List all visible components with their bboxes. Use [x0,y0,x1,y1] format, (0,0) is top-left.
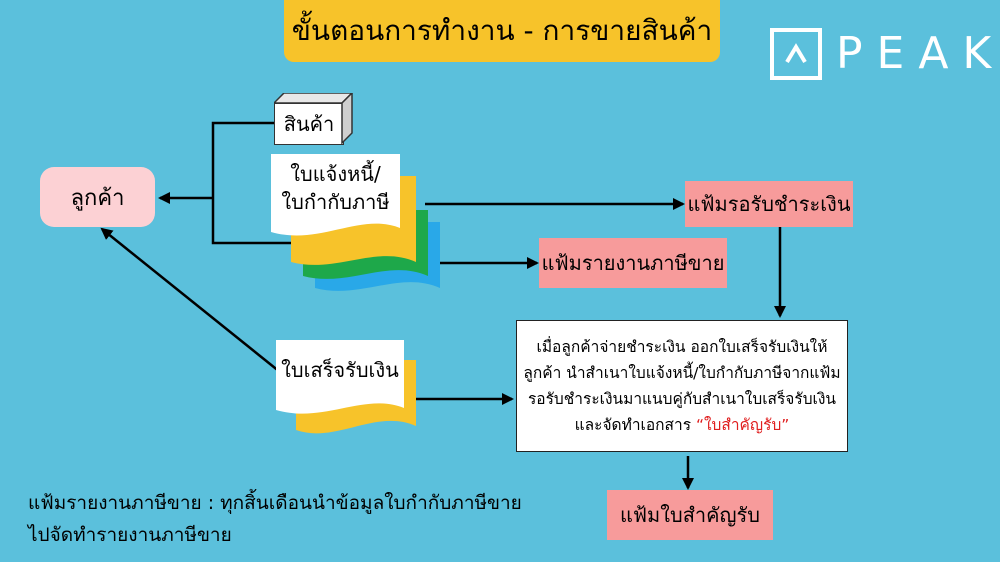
sales-tax-footnote: แฟ้มรายงานภาษีขาย : ทุกสิ้นเดือนนำข้อมูล… [28,487,522,551]
invoice-copy-white [271,154,400,236]
receipt-copy-white [276,340,404,414]
invoice-label-line2: ใบกำกับภาษี [281,190,390,214]
invoice-document-label: ใบแจ้งหนี้/ ใบกำกับภาษี [271,160,400,216]
customer-box: ลูกค้า [40,167,155,227]
note-line-1: เมื่อลูกค้าจ่ายชำระเงิน ออกใบเสร็จรับเงิ… [536,338,828,356]
peak-logo-text: PEAK [836,28,1000,79]
note-line-4: และจัดทำเอกสาร “ใบสำคัญรับ” [575,412,790,438]
arrow-receipt-to-customer [100,227,281,373]
payment-process-note: เมื่อลูกค้าจ่ายชำระเงิน ออกใบเสร็จรับเงิ… [516,320,848,452]
footnote-line-1: แฟ้มรายงานภาษีขาย : ทุกสิ้นเดือนนำข้อมูล… [28,492,522,514]
product-box-3d-edge [274,93,354,145]
note-line-4-prefix: และจัดทำเอกสาร [574,416,696,434]
peak-logo-mark-icon [770,27,822,80]
awaiting-payment-file-box: แฟ้มรอรับชำระเงิน [685,181,853,227]
sales-tax-report-file-box: แฟ้มรายงานภาษีขาย [539,238,727,288]
peak-logo: PEAK [770,26,1000,81]
footnote-line-2: ไปจัดทำรายงานภาษีขาย [28,524,232,546]
invoice-label-line1: ใบแจ้งหนี้/ [290,162,381,186]
product-to-invoice-bracket [211,121,294,245]
note-line-4-highlight: “ใบสำคัญรับ” [695,416,790,434]
note-line-2: ลูกค้า นำสำเนาใบแจ้งหนี้/ใบกำกับภาษีจากแ… [523,364,841,382]
diagram-title: ขั้นตอนการทำงาน - การขายสินค้า [284,0,720,62]
receipt-voucher-file-box: แฟ้มใบสำคัญรับ [607,490,773,540]
receipt-document-label: ใบเสร็จรับเงิน [281,358,399,382]
note-line-3: รอรับชำระเงินมาแนบคู่กับสำเนาใบเสร็จรับเ… [527,390,837,408]
